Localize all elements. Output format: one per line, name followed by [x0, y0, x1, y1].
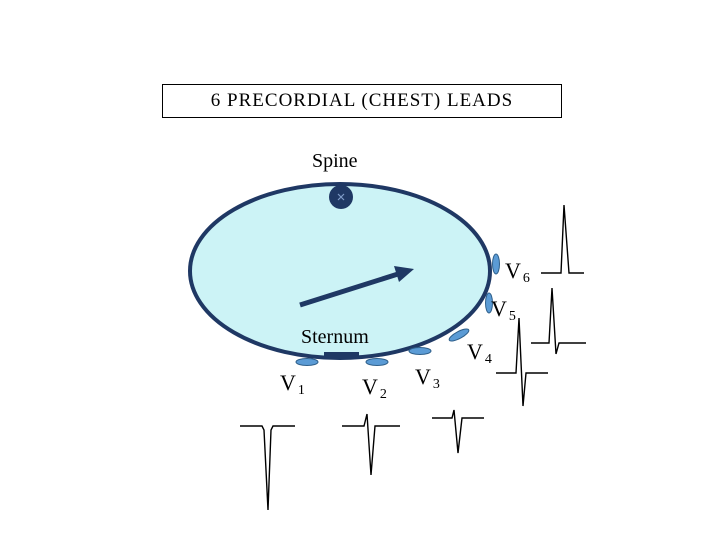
waveform-v4	[496, 318, 548, 406]
waveform-v6	[541, 205, 584, 273]
spine-label: Spine	[312, 151, 358, 171]
electrode-v2	[366, 359, 388, 366]
waveform-v5	[531, 288, 586, 354]
waveform-v1	[240, 426, 295, 510]
sternum-label: Sternum	[301, 327, 369, 347]
waveform-v3	[432, 410, 484, 453]
sternum-marker	[324, 352, 359, 359]
electrode-v3	[409, 348, 431, 355]
spine-marker	[329, 185, 353, 209]
electrode-v1	[296, 359, 318, 366]
waveform-v2	[342, 414, 400, 475]
electrode-v6	[493, 254, 500, 274]
